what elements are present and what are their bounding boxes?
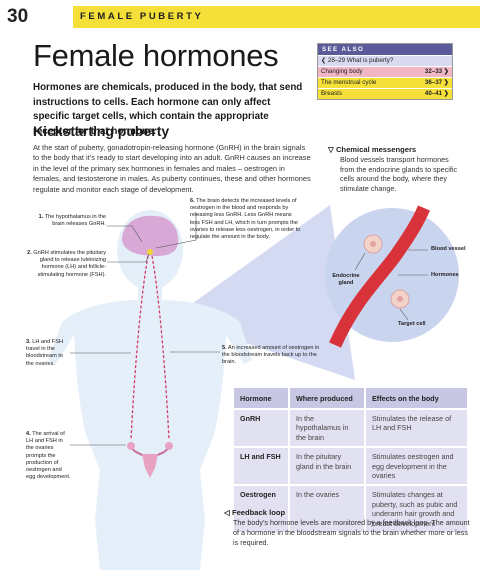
section-running-title: FEMALE PUBERTY — [80, 11, 204, 22]
see-also-item[interactable]: The menstrual cycle 36–37 ❯ — [318, 77, 452, 88]
section-heading: Kickstarting puberty — [33, 123, 170, 139]
table-row: Oestrogen In the ovaries Stimulates chan… — [234, 486, 467, 533]
brain — [122, 215, 179, 256]
table-header: Hormone — [234, 388, 288, 408]
annotation-1: 1. The hypothalamus in the brain release… — [38, 214, 106, 228]
see-also-pages: 32–33 ❯ — [424, 68, 449, 75]
chemical-messengers-title: ▽ Chemical messengers — [328, 145, 417, 154]
gland-nucleus — [370, 241, 376, 247]
zoom-cone — [172, 205, 355, 380]
hormone-table: Hormone Where produced Effects on the bo… — [232, 386, 469, 534]
table-header-row: Hormone Where produced Effects on the bo… — [234, 388, 467, 408]
pituitary-gland — [147, 249, 153, 255]
annotation-3: 3. LH and FSH travel in the bloodstream … — [26, 339, 64, 367]
section-body: At the start of puberty, gonadotropin-re… — [33, 143, 311, 194]
see-also-box: SEE ALSO ❮ 28–29 What is puberty? Changi… — [317, 43, 453, 100]
see-also-label: Changing body — [321, 68, 363, 75]
table-cell: LH and FSH — [234, 448, 288, 485]
table-header: Effects on the body — [366, 388, 467, 408]
target-cell-nucleus — [397, 296, 403, 302]
annotation-2: 2. GnRH stimulates the pituitary gland t… — [27, 250, 106, 278]
ovary-right — [165, 442, 173, 450]
table-cell: In the pituitary gland in the brain — [290, 448, 364, 485]
feedback-loop-body: The body’s hormone levels are monitored … — [233, 518, 470, 547]
annotation-4: 4. The arrival of LH and FSH in the ovar… — [26, 431, 71, 481]
see-also-item[interactable]: Changing body 32–33 ❯ — [318, 66, 452, 77]
page-number: 30 — [4, 6, 73, 28]
intro-paragraph: Hormones are chemicals, produced in the … — [33, 82, 303, 137]
annotation-6: 6. The brain detects the increased level… — [190, 198, 301, 241]
table-cell: Stimulates the release of LH and FSH — [366, 410, 467, 447]
table-cell: In the hypothalamus in the brain — [290, 410, 364, 447]
table-row: LH and FSH In the pituitary gland in the… — [234, 448, 467, 485]
header-bar — [66, 6, 480, 28]
see-also-label: ❮ 28–29 What is puberty? — [321, 57, 394, 64]
table-cell: Oestrogen — [234, 486, 288, 533]
label-target-cell: Target cell — [398, 321, 426, 327]
chemical-messengers-body: Blood vessels transport hormones from th… — [340, 155, 458, 193]
see-also-label: The menstrual cycle — [321, 79, 377, 86]
label-hormones: Hormones — [431, 272, 459, 278]
ovary-left — [127, 442, 135, 450]
see-also-pages: 36–37 ❯ — [424, 79, 449, 86]
see-also-item[interactable]: ❮ 28–29 What is puberty? — [318, 55, 452, 66]
leader-lines — [70, 213, 220, 446]
table-cell: Stimulates changes at puberty, such as p… — [366, 486, 467, 533]
table-cell: GnRH — [234, 410, 288, 447]
see-also-item[interactable]: Breasts 40–41 ❯ — [318, 88, 452, 99]
label-blood-vessel: Blood vessel — [431, 246, 466, 252]
annotation-5: 5. An increased amount of oestrogen in t… — [222, 345, 320, 366]
feedback-loop-title: ◁ Feedback loop — [224, 508, 286, 517]
page-title: Female hormones — [33, 38, 279, 73]
uterus — [142, 454, 158, 478]
table-cell: Stimulates oestrogen and egg development… — [366, 448, 467, 485]
label-endocrine-gland: Endocrine gland — [332, 273, 360, 287]
table-header: Where produced — [290, 388, 364, 408]
table-cell: In the ovaries — [290, 486, 364, 533]
see-also-heading: SEE ALSO — [318, 44, 452, 55]
table-row: GnRH In the hypothalamus in the brain St… — [234, 410, 467, 447]
see-also-label: Breasts — [321, 90, 342, 97]
blood-vessel-shape — [329, 205, 430, 348]
see-also-pages: 40–41 ❯ — [424, 90, 449, 97]
circle-leader-lines — [354, 249, 428, 321]
hormone-pathway — [130, 255, 170, 441]
